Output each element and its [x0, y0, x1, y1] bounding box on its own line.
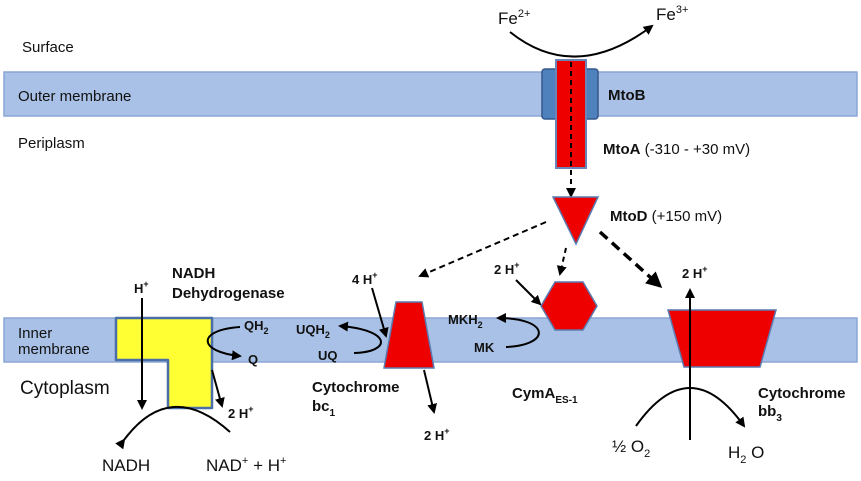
fe2-label: Fe2+ [498, 8, 530, 28]
mtob-label: MtoB [608, 87, 646, 104]
bb3-label-line2: bb3 [758, 403, 782, 424]
mtoa-shape [555, 59, 587, 169]
bc1-4h-label: 4 H+ [352, 270, 378, 287]
cytochrome-bb3-trapezoid [667, 309, 777, 368]
mkh2-label: MKH2 [448, 312, 483, 330]
nadh-label: NADH [102, 456, 150, 475]
mtoa-label: MtoA (-310 - +30 mV) [603, 141, 750, 158]
nadh-2h-arrow [211, 369, 225, 408]
fe-oxidation-arrow [509, 24, 654, 58]
inner-membrane-label-line2: membrane [18, 341, 90, 358]
nad-label: NAD+ + H+ [206, 455, 286, 475]
bc1-2h-label: 2 H+ [424, 426, 450, 443]
cytochrome-bc1-trapezoid [383, 301, 435, 369]
mk-label: MK [474, 340, 495, 355]
uq-cycle-arrow [338, 321, 382, 354]
mtod-to-bb3-arrow [598, 230, 663, 289]
nadh-dh-label-line1: NADH [172, 265, 215, 282]
h2o-label: H2 O [728, 443, 764, 466]
cyma-hexagon [540, 281, 598, 331]
oxygen-reduction-arrow [635, 387, 746, 428]
mtod-to-cyma-arrow [556, 247, 567, 276]
surface-label: Surface [22, 39, 74, 56]
cytoplasm-label: Cytoplasm [20, 378, 110, 399]
outer-membrane-band [3, 71, 858, 117]
nadh-h-plus-label: H+ [134, 279, 149, 296]
bb3-2h-label: 2 H+ [682, 264, 708, 281]
cyma-label: CymAES-1 [512, 385, 578, 406]
bc1-label-line1: Cytochrome [312, 379, 400, 396]
inner-membrane-label-line1: Inner [18, 325, 52, 342]
mk-cycle-arrow [496, 313, 540, 348]
qh2-label: QH2 [244, 318, 269, 336]
mtod-label: MtoD (+150 mV) [610, 208, 722, 225]
cyma-2h-label: 2 H+ [494, 260, 520, 277]
bc1-4h-arrow [371, 287, 389, 338]
periplasm-label: Periplasm [18, 135, 85, 152]
q-label: Q [248, 352, 258, 367]
fe3-label: Fe3+ [656, 4, 688, 24]
cyma-2h-arrow [515, 279, 542, 306]
bb3-label-line1: Cytochrome [758, 385, 846, 402]
bc1-2h-arrow [423, 369, 438, 414]
nadh-oxidation-arrow [115, 406, 231, 450]
half-o2-label: ½ O2 [612, 437, 650, 460]
mtod-to-bc1-arrow [418, 221, 547, 278]
q-cycle-arrow [206, 326, 242, 361]
nadh-dehydrogenase-shape [114, 316, 214, 410]
nadh-dh-label-line2: Dehydrogenase [172, 285, 285, 302]
nadh-2h-label: 2 H+ [228, 404, 254, 421]
bc1-label-line2: bc1 [312, 398, 336, 419]
mtod-triangle [551, 196, 600, 246]
outer-membrane-label: Outer membrane [18, 88, 131, 105]
uqh2-label: UQH2 [296, 322, 330, 340]
uq-label: UQ [318, 348, 338, 363]
